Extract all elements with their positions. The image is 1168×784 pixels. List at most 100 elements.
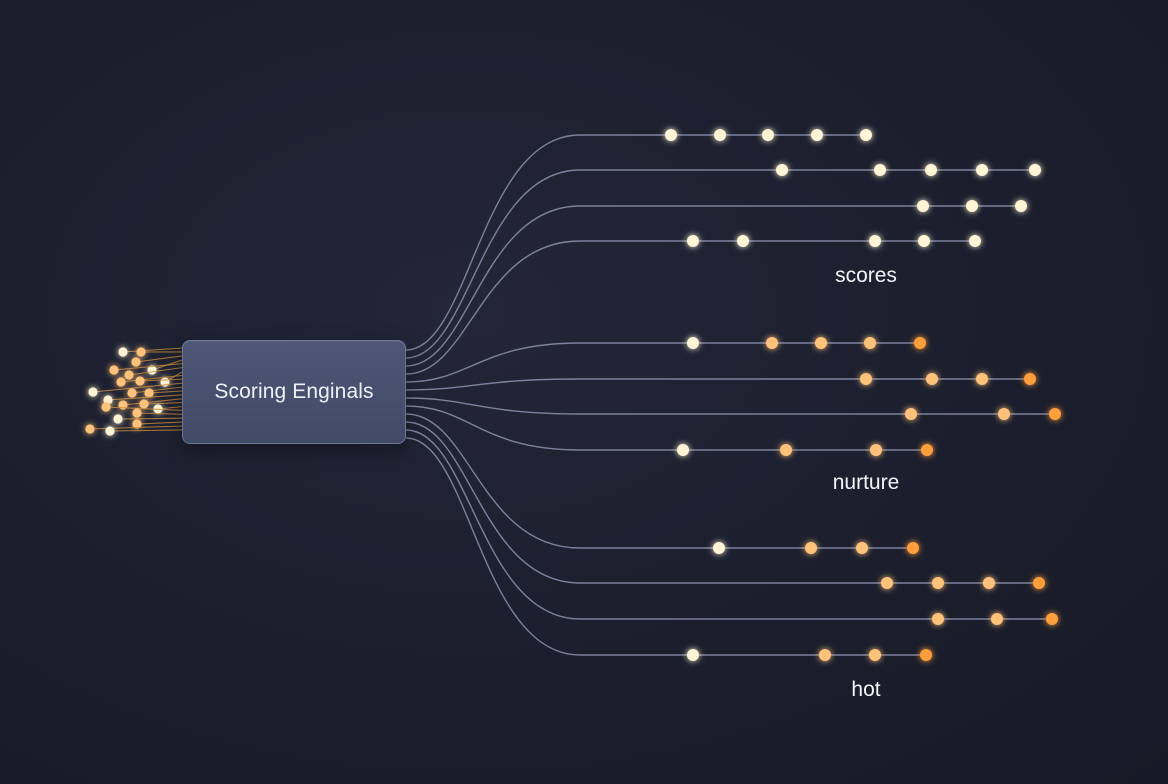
input-dot-17 xyxy=(132,408,142,418)
output-curve-2-1 xyxy=(405,421,581,584)
input-dot-10 xyxy=(127,388,137,398)
input-line-7 xyxy=(120,374,184,383)
output-dot-2-2-2 xyxy=(1046,613,1058,625)
input-dot-8 xyxy=(135,376,145,386)
output-dot-2-1-2 xyxy=(983,577,995,589)
output-dot-1-0-3 xyxy=(864,337,876,349)
input-dot-11 xyxy=(144,388,154,398)
input-line-0 xyxy=(122,347,184,353)
output-dot-1-2-2 xyxy=(1049,408,1061,420)
input-line-18 xyxy=(117,417,184,420)
output-dot-0-3-2 xyxy=(869,235,881,247)
scoring-engine-box: Scoring Enginals xyxy=(182,340,406,444)
output-dot-1-3-2 xyxy=(870,444,882,456)
output-dot-0-2-1 xyxy=(966,200,978,212)
output-curve-1-0 xyxy=(405,342,581,383)
input-dot-14 xyxy=(139,399,149,409)
input-line-9 xyxy=(92,382,184,393)
output-dot-1-1-2 xyxy=(976,373,988,385)
input-dot-1 xyxy=(136,347,146,357)
input-line-13 xyxy=(122,398,184,406)
input-lines xyxy=(85,347,184,436)
group-label-scores: scores xyxy=(835,264,897,287)
input-line-2 xyxy=(135,355,184,363)
output-dot-2-3-0 xyxy=(687,649,699,661)
output-dot-2-0-2 xyxy=(856,542,868,554)
output-dot-0-3-0 xyxy=(687,235,699,247)
input-dot-5 xyxy=(124,370,134,380)
input-line-10 xyxy=(131,386,184,394)
output-curve-0-1 xyxy=(405,169,581,359)
input-dot-20 xyxy=(85,424,95,434)
input-dot-19 xyxy=(132,419,142,429)
output-dots xyxy=(665,129,1061,661)
input-line-17 xyxy=(136,412,184,415)
output-dot-0-3-3 xyxy=(918,235,930,247)
input-line-5 xyxy=(128,366,184,376)
output-dot-1-1-0 xyxy=(860,373,872,385)
input-line-14 xyxy=(143,402,184,405)
output-dot-2-0-0 xyxy=(713,542,725,554)
output-dot-2-0-1 xyxy=(805,542,817,554)
output-dot-0-3-1 xyxy=(737,235,749,247)
output-dot-2-3-3 xyxy=(920,649,932,661)
input-dot-21 xyxy=(105,426,115,436)
output-dot-0-1-1 xyxy=(874,164,886,176)
input-line-12 xyxy=(107,394,184,401)
input-line-4 xyxy=(113,363,184,371)
input-dot-12 xyxy=(103,395,113,405)
output-dot-1-2-1 xyxy=(998,408,1010,420)
output-dot-0-3-4 xyxy=(969,235,981,247)
input-dot-9 xyxy=(88,387,98,397)
input-dot-16 xyxy=(101,402,111,412)
output-dot-0-1-4 xyxy=(1029,164,1041,176)
input-line-8 xyxy=(139,378,184,382)
output-curve-2-3 xyxy=(405,437,581,656)
output-dot-1-0-1 xyxy=(766,337,778,349)
output-dot-0-0-0 xyxy=(665,129,677,141)
output-curve-0-2 xyxy=(405,205,581,367)
scoring-engine-label: Scoring Enginals xyxy=(214,380,374,403)
output-dot-0-2-0 xyxy=(917,200,929,212)
output-dot-1-1-3 xyxy=(1024,373,1036,385)
input-line-16 xyxy=(105,406,184,411)
output-dot-0-0-1 xyxy=(714,129,726,141)
input-line-11 xyxy=(148,390,184,394)
output-dot-1-1-1 xyxy=(926,373,938,385)
output-dot-2-3-2 xyxy=(869,649,881,661)
output-curve-0-0 xyxy=(405,134,581,351)
output-curves xyxy=(405,134,581,656)
output-dot-0-1-2 xyxy=(925,164,937,176)
output-dot-1-3-3 xyxy=(921,444,933,456)
input-line-20 xyxy=(89,425,184,430)
output-dot-0-0-3 xyxy=(811,129,823,141)
output-curve-2-0 xyxy=(405,413,581,549)
output-dot-0-0-2 xyxy=(762,129,774,141)
output-curve-1-3 xyxy=(405,405,581,451)
input-dot-7 xyxy=(116,377,126,387)
input-dot-18 xyxy=(113,414,123,424)
input-line-21 xyxy=(109,429,184,432)
input-dot-0 xyxy=(118,347,128,357)
output-dot-2-1-3 xyxy=(1033,577,1045,589)
input-line-19 xyxy=(136,421,184,425)
output-dot-0-2-2 xyxy=(1015,200,1027,212)
output-curve-1-1 xyxy=(405,378,581,391)
output-dot-2-3-1 xyxy=(819,649,831,661)
output-dot-2-1-0 xyxy=(881,577,893,589)
output-dot-2-1-1 xyxy=(932,577,944,589)
output-dot-0-1-0 xyxy=(776,164,788,176)
output-dot-1-2-0 xyxy=(905,408,917,420)
output-dot-1-0-0 xyxy=(687,337,699,349)
output-dot-1-0-4 xyxy=(914,337,926,349)
output-curve-2-2 xyxy=(405,429,581,620)
output-dot-1-3-0 xyxy=(677,444,689,456)
output-dot-2-2-1 xyxy=(991,613,1003,625)
input-dot-4 xyxy=(109,365,119,375)
output-dot-1-0-2 xyxy=(815,337,827,349)
group-label-hot: hot xyxy=(851,678,881,701)
input-dot-2 xyxy=(131,357,141,367)
group-label-nurture: nurture xyxy=(832,471,900,494)
